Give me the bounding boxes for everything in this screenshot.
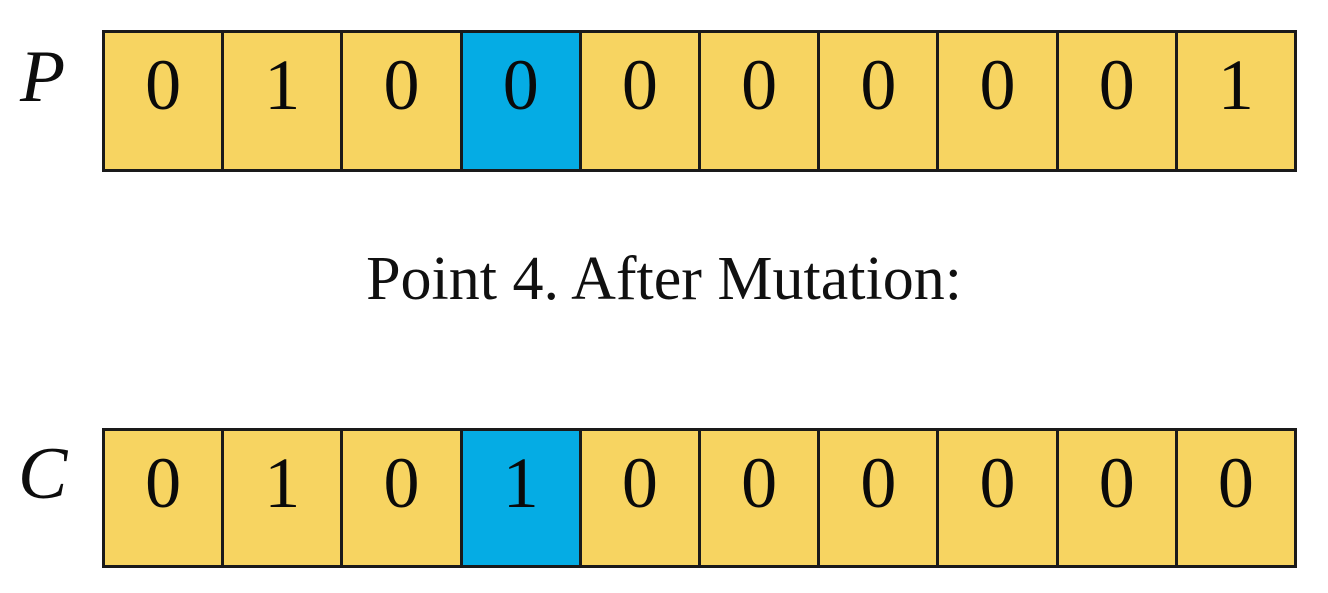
gene-value: 1 <box>1217 45 1254 125</box>
parent-gene-cell-mutated: 0 <box>459 30 582 172</box>
parent-gene-cell: 0 <box>936 30 1059 172</box>
child-gene-cell: 0 <box>1055 428 1178 568</box>
gene-value: 1 <box>264 45 301 125</box>
gene-value: 0 <box>860 45 897 125</box>
mutation-caption: Point 4. After Mutation: <box>366 245 962 313</box>
parent-gene-cell: 0 <box>578 30 702 172</box>
child-gene-cell: 0 <box>1174 428 1298 568</box>
gene-value: 0 <box>502 45 539 125</box>
gene-value: 1 <box>502 443 539 523</box>
parent-chromosome-row: 0 1 0 0 0 0 0 0 0 1 <box>102 30 1298 172</box>
parent-chromosome-label: P <box>20 36 66 118</box>
gene-value: 0 <box>621 45 658 125</box>
child-gene-cell-mutated: 1 <box>459 428 582 568</box>
gene-value: 0 <box>1098 45 1135 125</box>
child-gene-cell: 0 <box>936 428 1059 568</box>
gene-value: 0 <box>145 443 182 523</box>
gene-value: 1 <box>264 443 301 523</box>
parent-gene-cell: 1 <box>221 30 344 172</box>
child-gene-cell: 0 <box>102 428 225 568</box>
parent-gene-cell: 0 <box>817 30 940 172</box>
parent-gene-cell: 0 <box>102 30 225 172</box>
parent-gene-cell: 0 <box>1055 30 1178 172</box>
gene-value: 0 <box>1217 443 1254 523</box>
gene-value: 0 <box>1098 443 1135 523</box>
child-gene-cell: 0 <box>698 428 821 568</box>
gene-value: 0 <box>979 45 1016 125</box>
parent-gene-cell: 0 <box>698 30 821 172</box>
gene-value: 0 <box>860 443 897 523</box>
child-gene-cell: 0 <box>340 428 463 568</box>
gene-value: 0 <box>741 443 778 523</box>
child-gene-cell: 0 <box>817 428 940 568</box>
gene-value: 0 <box>383 443 420 523</box>
parent-gene-cell: 1 <box>1174 30 1298 172</box>
gene-value: 0 <box>145 45 182 125</box>
gene-value: 0 <box>621 443 658 523</box>
child-chromosome-row: 0 1 0 1 0 0 0 0 0 0 <box>102 428 1298 568</box>
gene-value: 0 <box>979 443 1016 523</box>
gene-value: 0 <box>741 45 778 125</box>
child-gene-cell: 1 <box>221 428 344 568</box>
child-gene-cell: 0 <box>578 428 702 568</box>
parent-gene-cell: 0 <box>340 30 463 172</box>
child-chromosome-label: C <box>18 433 68 515</box>
gene-value: 0 <box>383 45 420 125</box>
